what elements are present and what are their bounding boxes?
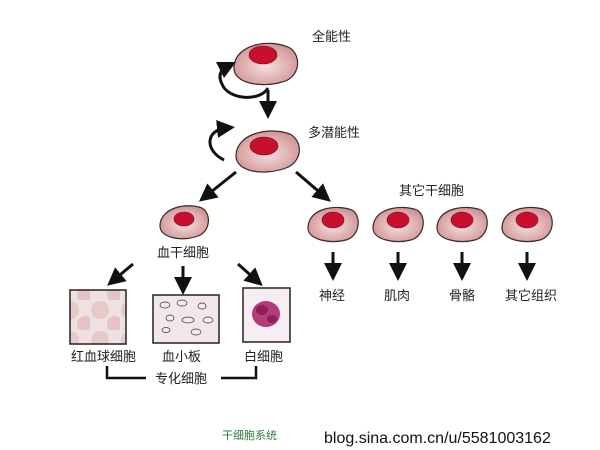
other-stem-cell-nerve (307, 206, 359, 243)
pluripotent-cell (235, 130, 300, 173)
diagram-caption: 干细胞系统 (222, 429, 277, 442)
label-pluripotent: 多潜能性 (308, 125, 360, 141)
label-platelet: 血小板 (162, 350, 201, 365)
other-stem-cell-bone (436, 206, 488, 243)
label-red-blood-cell: 红血球细胞 (71, 349, 136, 365)
platelet-image (152, 294, 220, 344)
label-muscle: 肌肉 (384, 289, 410, 304)
hematopoietic-stem-cell (159, 205, 209, 240)
other-stem-cell-muscle (372, 206, 424, 243)
white-blood-cell-image (242, 287, 291, 343)
label-other-stem-cells: 其它干细胞 (399, 183, 464, 199)
other-stem-cell-other (501, 206, 553, 243)
arrow-to-rbc-icon (107, 262, 134, 286)
arrow-to-wbc-icon (237, 262, 263, 286)
self-renewal-arrow-icon (215, 61, 270, 99)
label-hematopoietic-stem-cell: 血干细胞 (157, 246, 209, 261)
label-bone: 骨骼 (449, 288, 475, 304)
label-other-tissue: 其它组织 (505, 288, 557, 304)
totipotent-cell (233, 42, 299, 86)
bracket-left (105, 366, 146, 380)
arrow-to-blood-stem-icon (198, 170, 237, 202)
label-totipotent: 全能性 (312, 29, 351, 45)
label-specialized-cells: 专化细胞 (155, 372, 207, 387)
label-white-blood-cell: 白细胞 (244, 349, 283, 365)
watermark: blog.sina.com.cn/u/5581003162 (324, 430, 551, 447)
self-renewal-arrow-icon (208, 119, 235, 162)
label-nerve: 神经 (319, 289, 345, 304)
red-blood-cell-image (69, 289, 127, 345)
arrow-to-other-stem-icon (295, 170, 331, 202)
bracket-right (221, 366, 258, 380)
